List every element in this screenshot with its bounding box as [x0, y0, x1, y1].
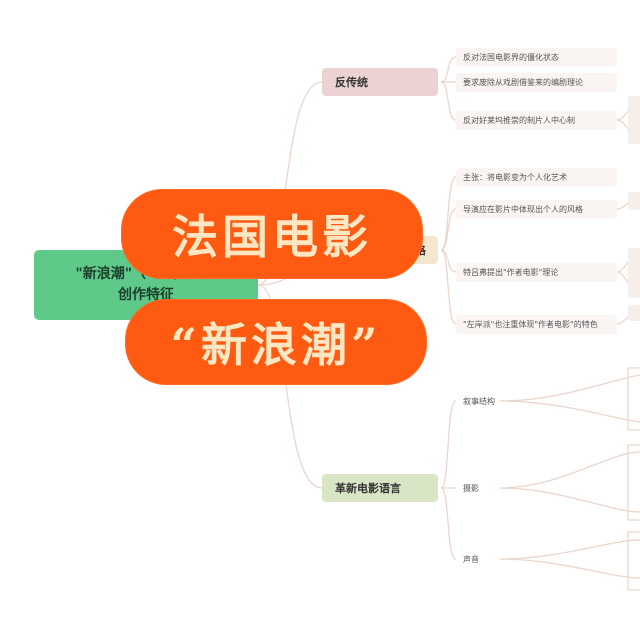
leaf-style-2[interactable]: 导演应在影片中体现出个人的风格: [456, 200, 617, 219]
leaf-cinematography[interactable]: 摄影: [463, 484, 479, 493]
root-title-line2: 创作特征: [118, 287, 174, 303]
leaf-anti-tradition-2[interactable]: 要求废除从戏剧借鉴来的编剧理论: [456, 73, 617, 92]
branch-label: 革新电影语言: [335, 482, 401, 495]
leaf-style-3[interactable]: 特吕弗提出"作者电影"理论: [456, 263, 617, 282]
branch-anti-tradition[interactable]: 反传统: [322, 68, 438, 96]
leaf-anti-tradition-1[interactable]: 反对法国电影界的僵化状态: [456, 48, 617, 67]
branch-film-language[interactable]: 革新电影语言: [322, 474, 438, 502]
branch-label: 反传统: [335, 76, 368, 89]
leaf-narrative-structure[interactable]: 叙事结构: [463, 397, 495, 406]
clipped-node[interactable]: [628, 305, 640, 321]
overlay-title-bottom: “新浪潮”: [126, 300, 426, 384]
clipped-node[interactable]: [628, 192, 640, 210]
leaf-sound[interactable]: 声音: [463, 555, 479, 564]
leaf-anti-tradition-3[interactable]: 反对好莱坞推崇的制片人中心制: [456, 111, 617, 130]
clipped-node[interactable]: [628, 248, 640, 298]
overlay-title-top: 法国电影: [122, 190, 422, 278]
leaf-style-4[interactable]: "左岸派"也注重体现"作者电影"的特色: [456, 315, 617, 334]
clipped-node[interactable]: [628, 96, 640, 144]
leaf-style-1[interactable]: 主张：将电影变为个人化艺术: [456, 168, 617, 187]
